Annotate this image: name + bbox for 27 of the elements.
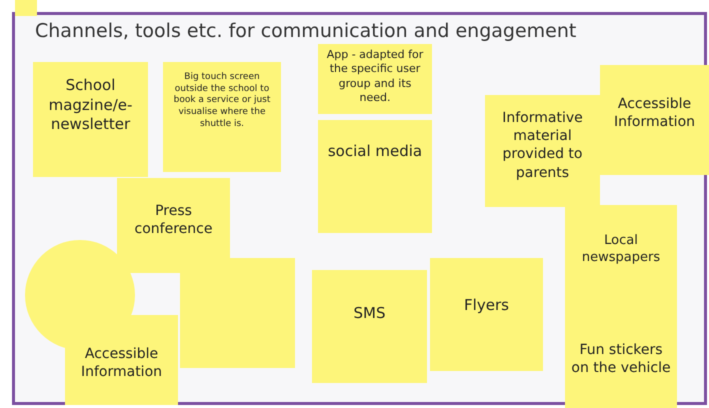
note-text: Press conference (134, 202, 214, 238)
sticky-note (33, 62, 148, 177)
sticky-note (318, 120, 432, 233)
sticky-note (65, 315, 178, 405)
note-text: School magzine/e-newsletter (48, 76, 134, 134)
note-text: Accessible Information (612, 95, 696, 132)
sticky-note (15, 0, 37, 16)
note-text: Flyers (463, 296, 510, 316)
sticky-note (180, 258, 295, 368)
note-text: Local newspapers (580, 233, 662, 267)
sticky-note (312, 270, 427, 383)
note-text: Accessible Information (80, 345, 164, 382)
sticky-note (430, 258, 543, 371)
sticky-note (318, 44, 432, 114)
sticky-note (565, 315, 677, 408)
note-text: App - adapted for the specific user group and its need. (326, 48, 424, 106)
note-text: social media (326, 142, 424, 162)
sticky-note (485, 95, 600, 207)
sticky-note (117, 178, 230, 273)
note-text: Fun stickers on the vehicle (571, 341, 671, 378)
sticky-note (600, 65, 709, 175)
note-text: Informative material provided to parents (501, 109, 584, 182)
note-text: SMS (352, 304, 386, 324)
note-text: Big touch screen outside the school to book a service or just visualise where the shuttle is. (172, 72, 272, 130)
sticky-note (565, 205, 677, 315)
board-title: Channels, tools etc. for communication and engagement (35, 20, 576, 42)
sticky-note (163, 62, 281, 172)
